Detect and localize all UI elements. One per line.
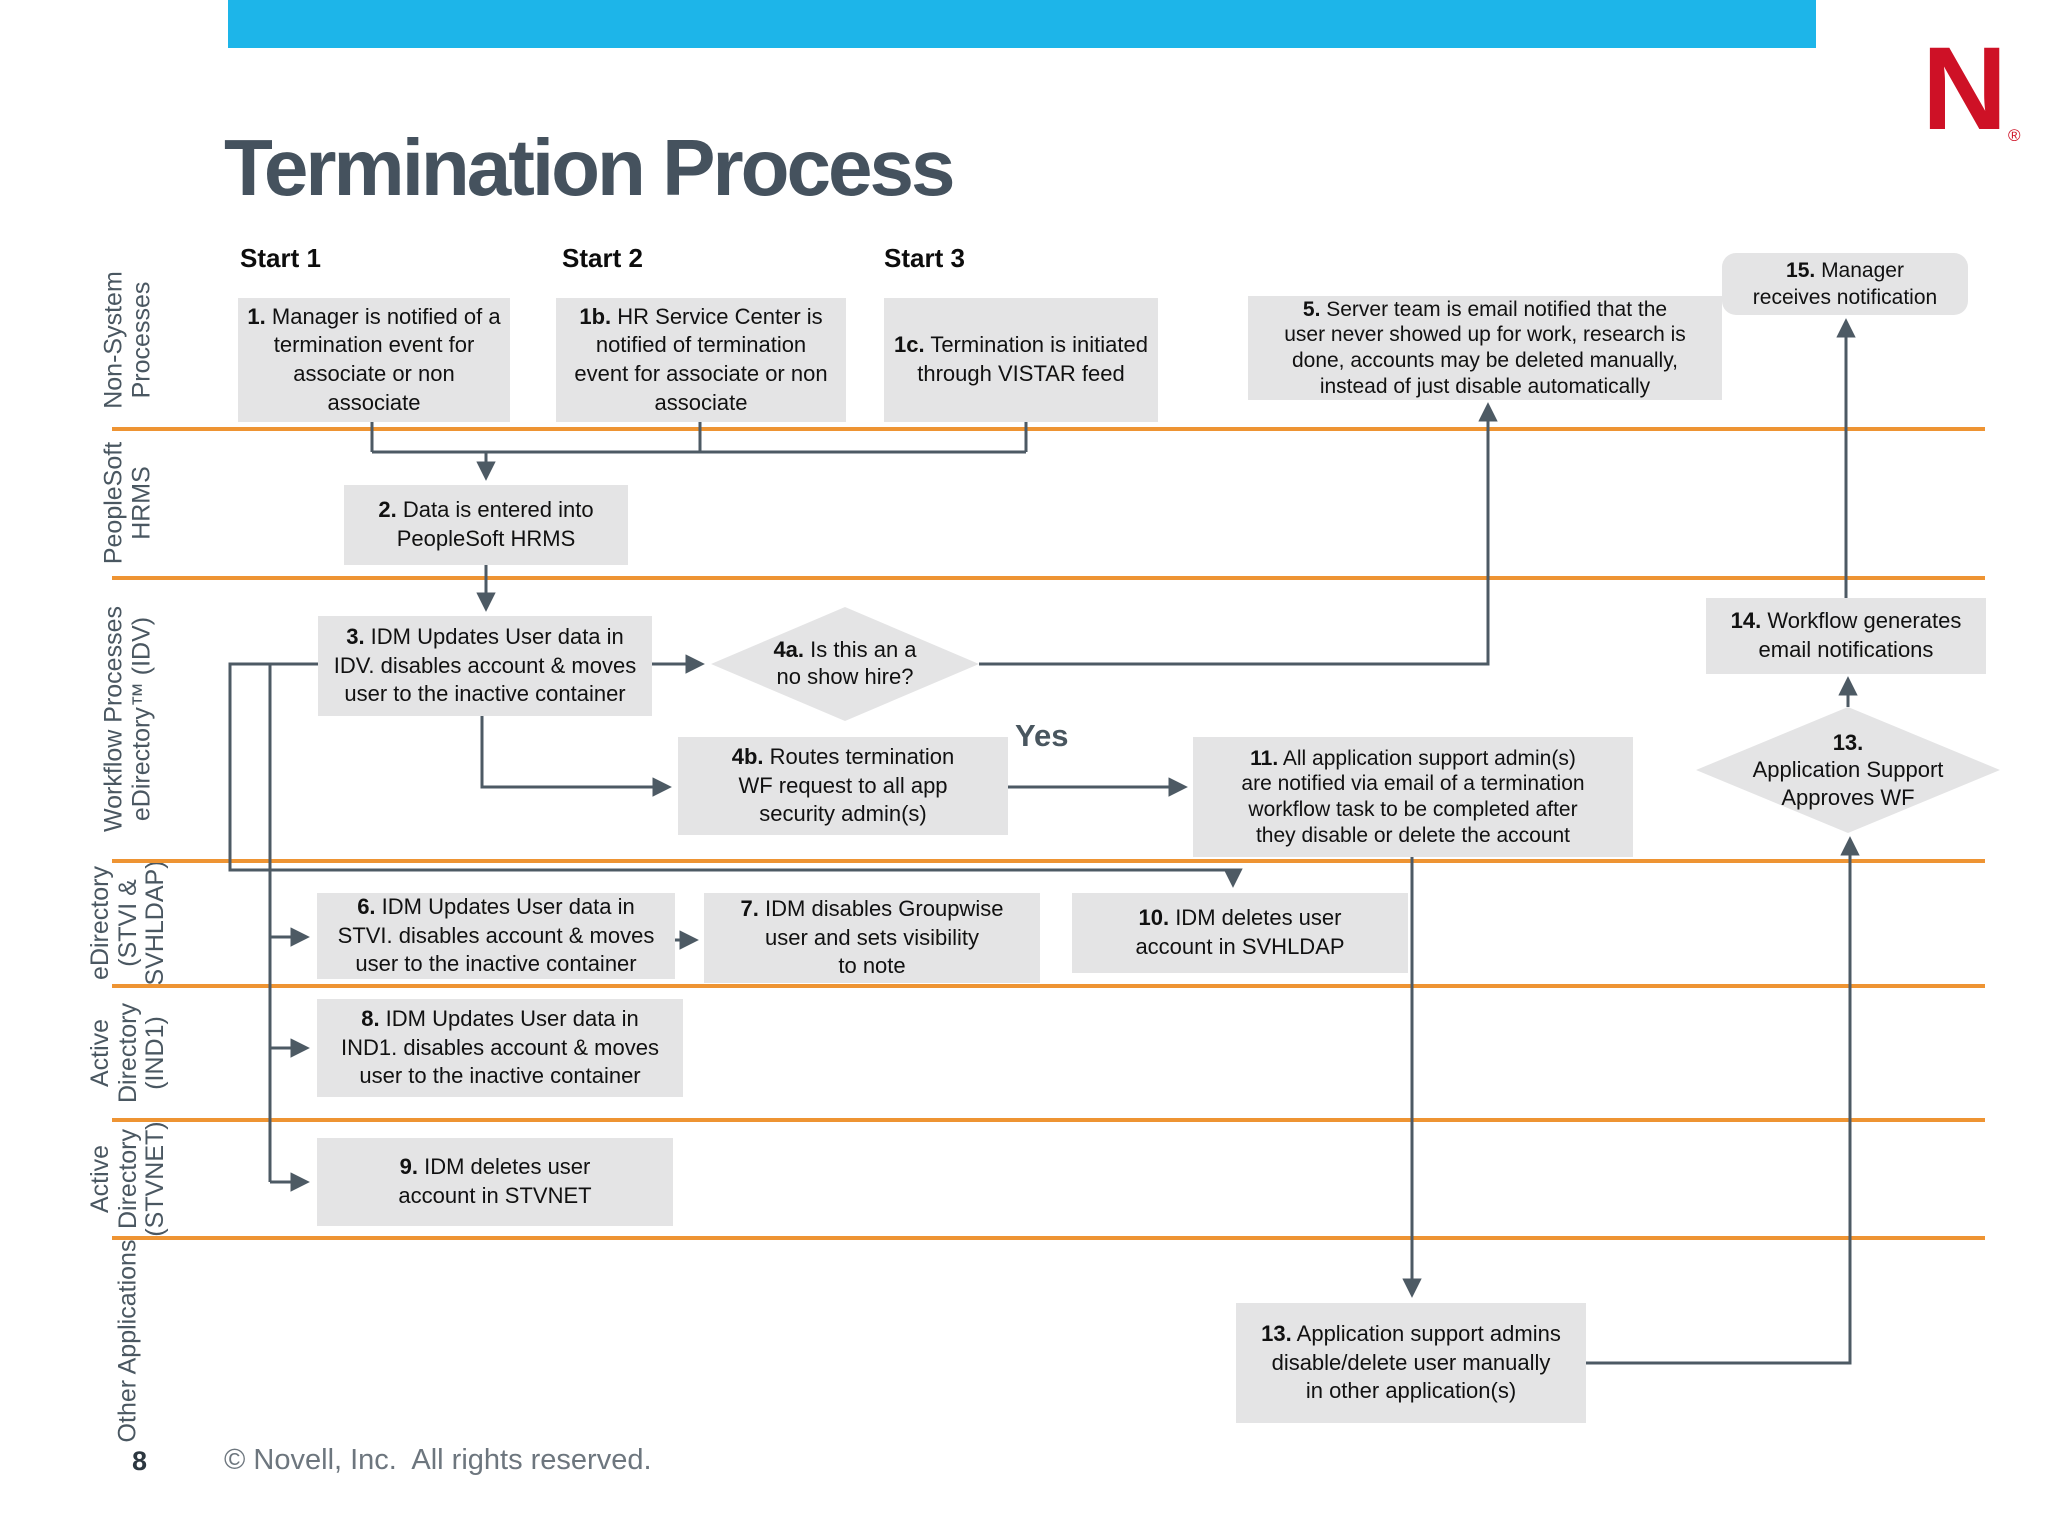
- copyright-text: © Novell, Inc. All rights reserved.: [224, 1444, 652, 1476]
- node-10-idm-deletes-svhldap: 10. IDM deletes user account in SVHLDAP: [1072, 893, 1408, 973]
- top-accent-bar: [228, 0, 1816, 48]
- connector-box3-to-box10: [228, 662, 1243, 888]
- edge-label-yes: Yes: [1015, 718, 1069, 753]
- node-11-admins-notified: 11. All application support admin(s) are…: [1193, 737, 1633, 857]
- start-3-label: Start 3: [884, 243, 965, 273]
- node-1-manager-notified: 1. Manager is notified of a termination …: [238, 298, 510, 422]
- connectors: [228, 318, 1860, 1365]
- page-number: 8: [132, 1446, 148, 1476]
- connector-diamond4a-to-box5: [979, 402, 1498, 666]
- connector-box13-to-diamond13: [1586, 836, 1860, 1365]
- node-8-idm-updates-ind1: 8. IDM Updates User data in IND1. disabl…: [317, 999, 683, 1097]
- registered-mark: ®: [2008, 126, 2021, 145]
- connector-box3-to-box4b: [480, 716, 672, 797]
- diamond-4a-label: 4a. Is this an a no show hire?: [773, 636, 917, 690]
- start-2-label: Start 2: [562, 243, 643, 273]
- novell-logo: N ®: [1916, 30, 2024, 160]
- node-9-idm-deletes-stvnet: 9. IDM deletes user account in STVNET: [317, 1138, 673, 1226]
- node-2-data-entered-hrms: 2. Data is entered into PeopleSoft HRMS: [344, 485, 628, 565]
- node-3-idm-updates-idv: 3. IDM Updates User data in IDV. disable…: [318, 616, 652, 716]
- node-7-idm-disables-groupwise: 7. IDM disables Groupwise user and sets …: [704, 893, 1040, 983]
- node-4b-routes-termination-wf: 4b. Routes termination WF request to all…: [678, 737, 1008, 835]
- novell-n-icon: N: [1922, 23, 2008, 155]
- node-6-idm-updates-stvi: 6. IDM Updates User data in STVI. disabl…: [317, 893, 675, 979]
- diamond-4a: [711, 607, 979, 721]
- node-13-admins-disable-delete-manually: 13. Application support admins disable/d…: [1236, 1303, 1586, 1423]
- node-14-workflow-generates-email: 14. Workflow generates email notificatio…: [1706, 598, 1986, 674]
- node-1b-hr-service-center: 1b. HR Service Center is notified of ter…: [556, 298, 846, 422]
- node-15-manager-receives-notification: 15. Manager receives notification: [1722, 253, 1968, 315]
- lane-dividers: [112, 427, 1985, 1240]
- node-5-server-team-notified: 5. Server team is email notified that th…: [1248, 296, 1722, 400]
- start-1-label: Start 1: [240, 243, 321, 273]
- diamond-13: [1696, 707, 2000, 833]
- node-1c-vistar-feed: 1c. Termination is initiated through VIS…: [884, 298, 1158, 422]
- diamond-13-label: 13. Application Support Approves WF: [1752, 729, 1944, 810]
- page-title: Termination Process: [224, 123, 955, 212]
